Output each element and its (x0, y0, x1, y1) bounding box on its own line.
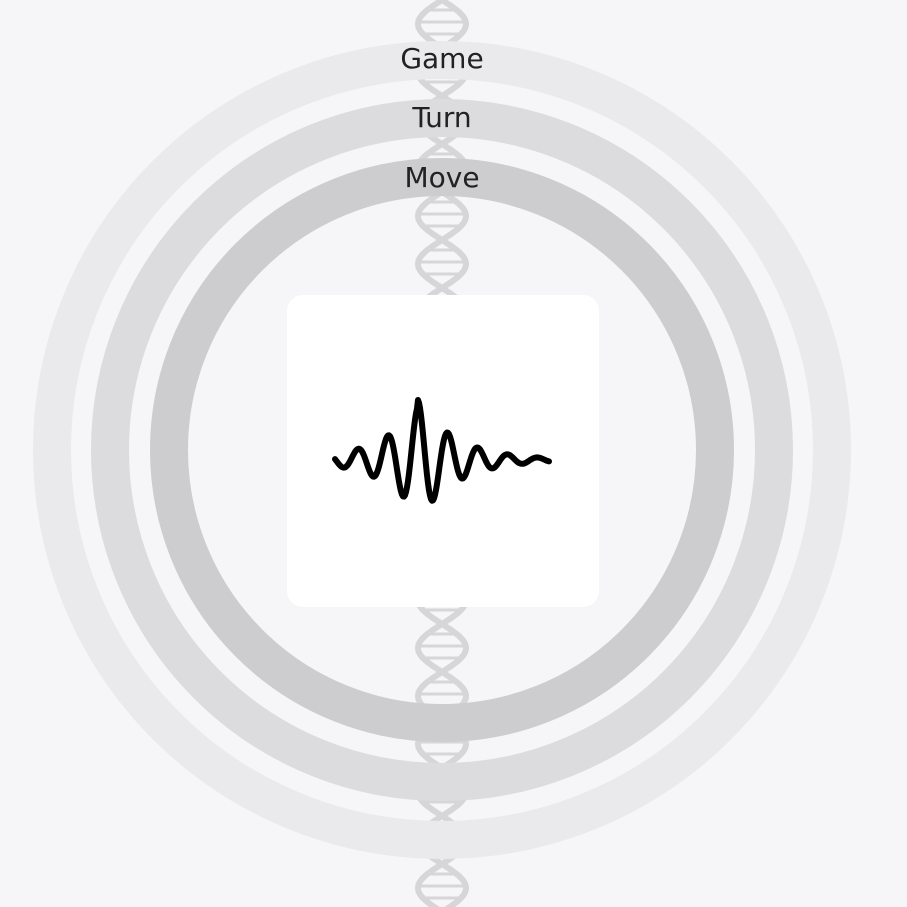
center-card[interactable] (287, 295, 599, 607)
ring-move (150, 158, 734, 742)
ring-game (33, 41, 851, 859)
ring-label-move: Move (404, 161, 480, 194)
ring-label-turn: Turn (412, 101, 472, 134)
ring-label-game: Game (400, 42, 484, 75)
ring-turn (91, 99, 793, 801)
waveform-icon (332, 397, 552, 504)
